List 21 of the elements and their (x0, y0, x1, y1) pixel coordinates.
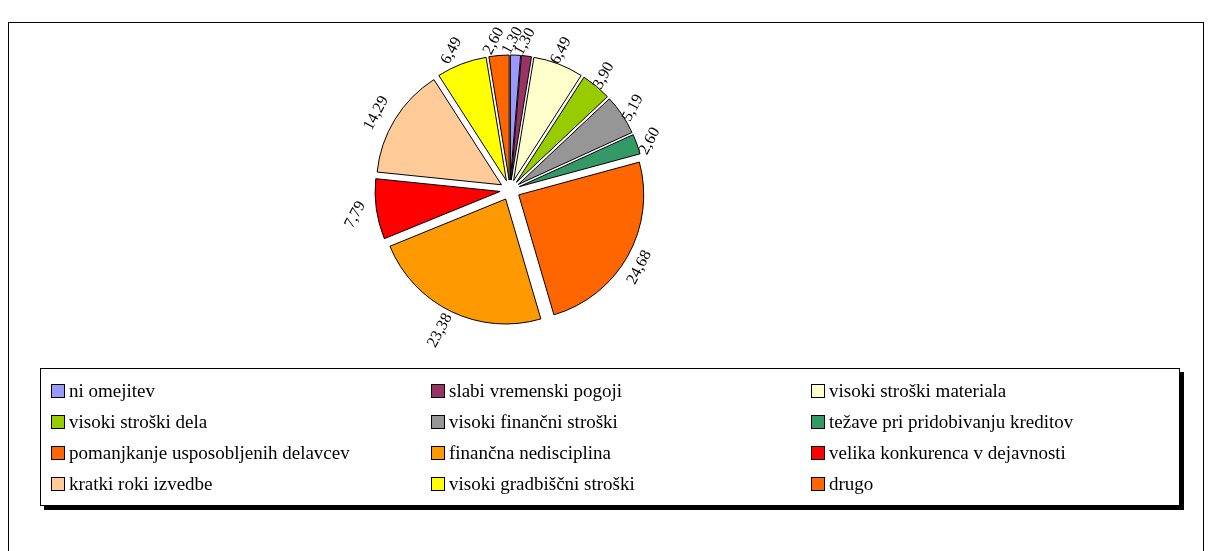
value-label: 23,38 (423, 309, 455, 350)
value-label: 14,29 (359, 92, 392, 133)
legend-label: visoki stroški materiala (829, 379, 1007, 402)
legend-label: velika konkurenca v dejavnosti (829, 441, 1066, 464)
legend-label: ni omejitev (69, 379, 155, 402)
value-label: 5,19 (617, 91, 646, 124)
value-label: 7,79 (340, 197, 369, 231)
legend-label: drugo (829, 472, 874, 495)
legend-label: visoki stroški dela (69, 410, 208, 433)
value-label: 6,49 (436, 33, 465, 67)
value-label: 3,90 (588, 58, 617, 92)
legend-label: pomanjkanje usposobljenih delavcev (69, 441, 350, 464)
value-label: 24,68 (622, 247, 655, 287)
legend-label: slabi vremenski pogoji (449, 379, 623, 402)
legend-label: finančna nedisciplina (449, 441, 611, 464)
value-label: 6,49 (545, 33, 574, 67)
legend-label: težave pri pridobivanju kreditov (829, 410, 1074, 433)
legend-label: visoki gradbiščni stroški (449, 472, 635, 495)
legend-label: kratki roki izvedbe (69, 472, 213, 495)
value-label: 2,60 (634, 124, 663, 157)
legend-label: visoki finančni stroški (449, 410, 618, 433)
